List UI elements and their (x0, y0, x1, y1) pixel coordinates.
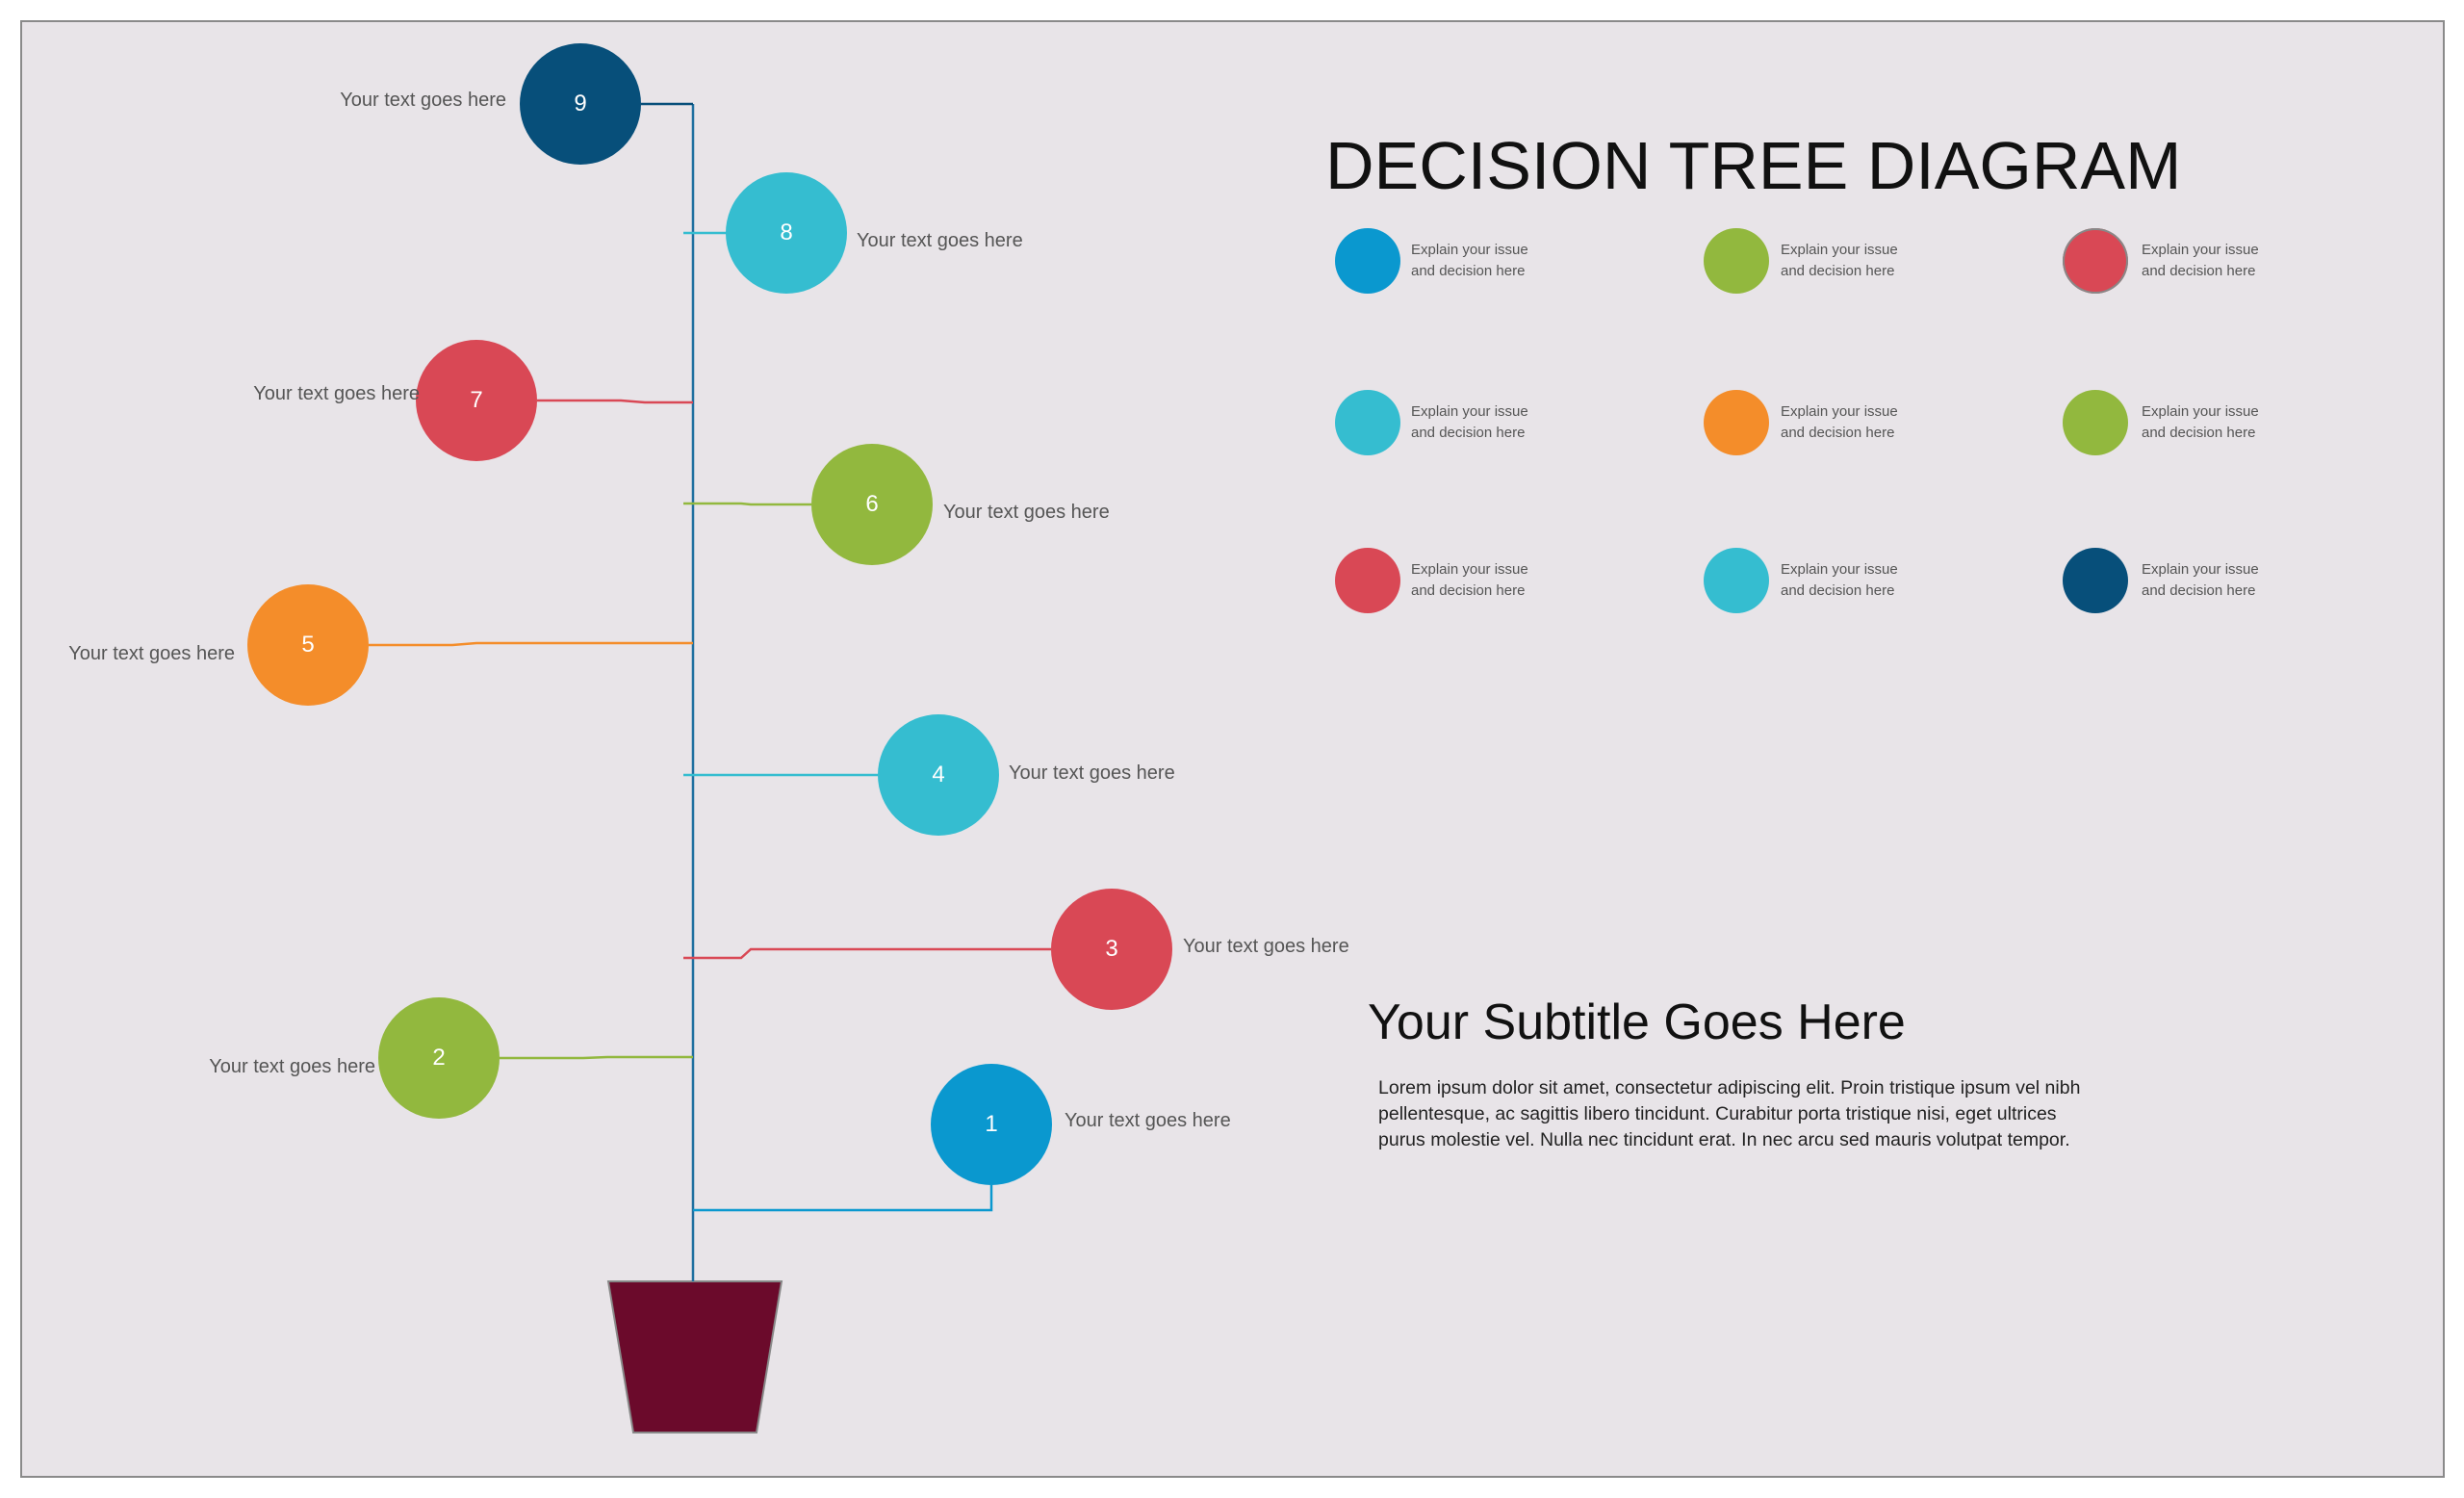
legend-dot (1704, 228, 1769, 294)
legend-line-2: and decision here (2142, 263, 2256, 279)
legend-dot (1704, 390, 1769, 455)
legend-text: Explain your issue and decision here (2142, 240, 2259, 282)
legend-line-1: Explain your issue (2142, 242, 2259, 258)
legend-text: Explain your issue and decision here (1781, 401, 1898, 444)
subtitle: Your Subtitle Goes Here (1368, 994, 1906, 1050)
legend-line-2: and decision here (1411, 263, 1526, 279)
legend-dot (2063, 390, 2128, 455)
tree-node-label-7: Your text goes here (253, 383, 420, 404)
legend-line-1: Explain your issue (1411, 403, 1528, 420)
legend-line-1: Explain your issue (2142, 403, 2259, 420)
pot-base (606, 1280, 783, 1433)
branch-line-7 (537, 399, 693, 404)
tree-node-3: 3 (1051, 889, 1172, 1010)
legend-line-2: and decision here (2142, 425, 2256, 441)
legend-text: Explain your issue and decision here (2142, 401, 2259, 444)
legend-line-2: and decision here (2142, 582, 2256, 599)
legend-dot (2063, 228, 2128, 294)
legend-line-2: and decision here (1781, 582, 1895, 599)
legend-text: Explain your issue and decision here (1781, 559, 1898, 602)
tree-node-label-2: Your text goes here (209, 1056, 375, 1077)
legend-dot (1335, 548, 1400, 613)
tree-node-label-3: Your text goes here (1183, 936, 1349, 957)
legend-dot (1335, 390, 1400, 455)
branch-line-1 (693, 1185, 993, 1212)
tree-node-7: 7 (416, 340, 537, 461)
legend-line-1: Explain your issue (2142, 561, 2259, 578)
tree-node-1: 1 (931, 1064, 1052, 1185)
tree-node-label-9: Your text goes here (340, 90, 506, 111)
branch-line-2 (500, 1055, 693, 1060)
branch-line-3 (683, 947, 1051, 960)
legend-text: Explain your issue and decision here (1411, 401, 1528, 444)
description-paragraph: Lorem ipsum dolor sit amet, consectetur … (1378, 1077, 2081, 1150)
tree-node-label-6: Your text goes here (943, 502, 1110, 523)
legend-line-1: Explain your issue (1781, 242, 1898, 258)
legend-line-2: and decision here (1781, 263, 1895, 279)
tree-node-8: 8 (726, 172, 847, 294)
tree-node-2: 2 (378, 997, 500, 1119)
legend-line-2: and decision here (1411, 582, 1526, 599)
legend-dot (1704, 548, 1769, 613)
legend-line-1: Explain your issue (1411, 561, 1528, 578)
legend-text: Explain your issue and decision here (1411, 559, 1528, 602)
legend-text: Explain your issue and decision here (1781, 240, 1898, 282)
legend-line-2: and decision here (1781, 425, 1895, 441)
legend-text: Explain your issue and decision here (1411, 240, 1528, 282)
legend-dot (1335, 228, 1400, 294)
tree-node-4: 4 (878, 714, 999, 836)
tree-node-9: 9 (520, 43, 641, 165)
legend-dot (2063, 548, 2128, 613)
tree-node-label-5: Your text goes here (68, 643, 235, 664)
branch-line-5 (369, 641, 693, 647)
tree-node-label-8: Your text goes here (857, 230, 1023, 251)
diagram-canvas (20, 20, 2445, 1478)
legend-line-2: and decision here (1411, 425, 1526, 441)
legend-text: Explain your issue and decision here (2142, 559, 2259, 602)
page-title: DECISION TREE DIAGRAM (1325, 128, 2182, 203)
legend-line-1: Explain your issue (1781, 403, 1898, 420)
tree-node-label-4: Your text goes here (1009, 762, 1175, 784)
tree-node-5: 5 (247, 584, 369, 706)
legend-line-1: Explain your issue (1411, 242, 1528, 258)
tree-node-6: 6 (811, 444, 933, 565)
legend-line-1: Explain your issue (1781, 561, 1898, 578)
tree-node-label-1: Your text goes here (1065, 1110, 1231, 1131)
